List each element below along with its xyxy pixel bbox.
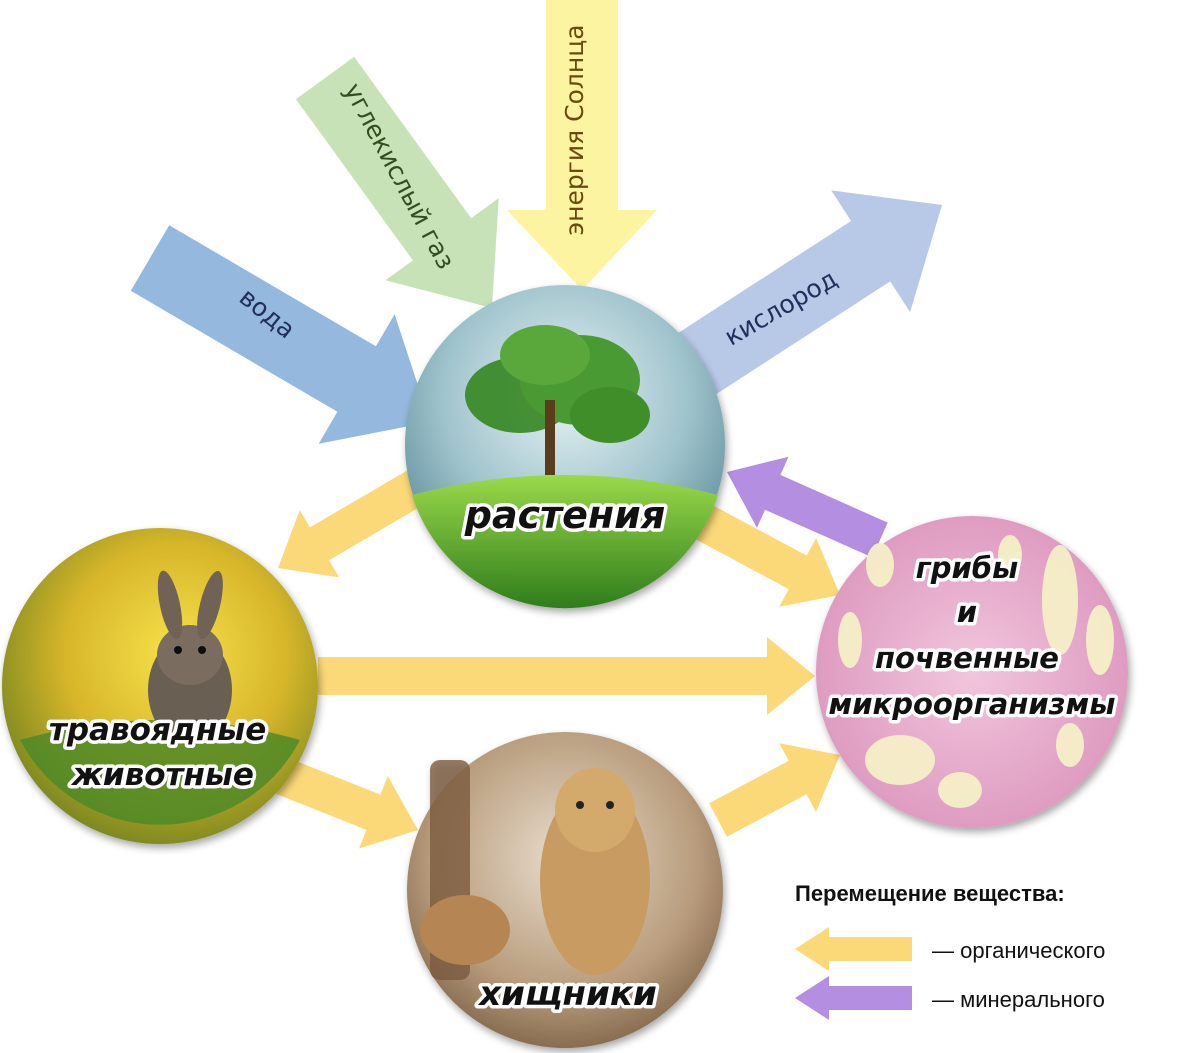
legend-organic-arrow xyxy=(795,927,912,971)
legend-title: Перемещение вещества: xyxy=(795,881,1065,906)
co2-arrow xyxy=(295,56,499,308)
plants-label: растения xyxy=(464,493,665,537)
herbivores-to-decomposers-arrow xyxy=(318,637,815,715)
decomposers-label-line-1: грибы xyxy=(916,551,1019,585)
water-arrow xyxy=(130,225,431,444)
decomposers-label-line-3: почвенные xyxy=(875,641,1059,675)
legend: Перемещение вещества: — органического — … xyxy=(795,881,1105,1020)
decomposers-to-plants-arrow xyxy=(727,456,888,558)
node-predators xyxy=(407,732,723,1048)
input-arrows xyxy=(130,0,942,444)
decomposers-label: грибы и почвенные микроорганизмы xyxy=(829,551,1116,721)
flow-arrows xyxy=(273,456,888,849)
decomposers-label-line-4: микроорганизмы xyxy=(829,687,1116,721)
sun-arrow xyxy=(507,0,657,290)
herbivores-label-line-2: животные xyxy=(70,757,254,793)
legend-mineral-arrow xyxy=(795,976,912,1020)
predators-label: хищники xyxy=(477,974,657,1014)
sun-label: энергия Солнца xyxy=(560,24,589,235)
node-plants xyxy=(405,285,725,609)
node-herbivores xyxy=(2,528,318,844)
plants-to-herbivores-arrow xyxy=(278,468,430,578)
herbivores-to-predators-arrow xyxy=(273,757,418,849)
legend-organic-text: — органического xyxy=(932,938,1105,963)
oxygen-arrow xyxy=(675,190,942,396)
legend-mineral-text: — минерального xyxy=(932,987,1105,1012)
plants-to-decomposers-arrow xyxy=(691,503,840,607)
legend-organic-arrow-shape xyxy=(795,927,912,971)
decomposers-label-line-2: и xyxy=(957,595,977,629)
legend-mineral-arrow-shape xyxy=(795,976,912,1020)
herbivores-label-line-1: травоядные xyxy=(49,712,266,748)
herbivores-label: травоядные животные xyxy=(49,712,277,793)
predators-to-decomposers-arrow xyxy=(709,743,840,837)
node-decomposers xyxy=(816,516,1128,828)
